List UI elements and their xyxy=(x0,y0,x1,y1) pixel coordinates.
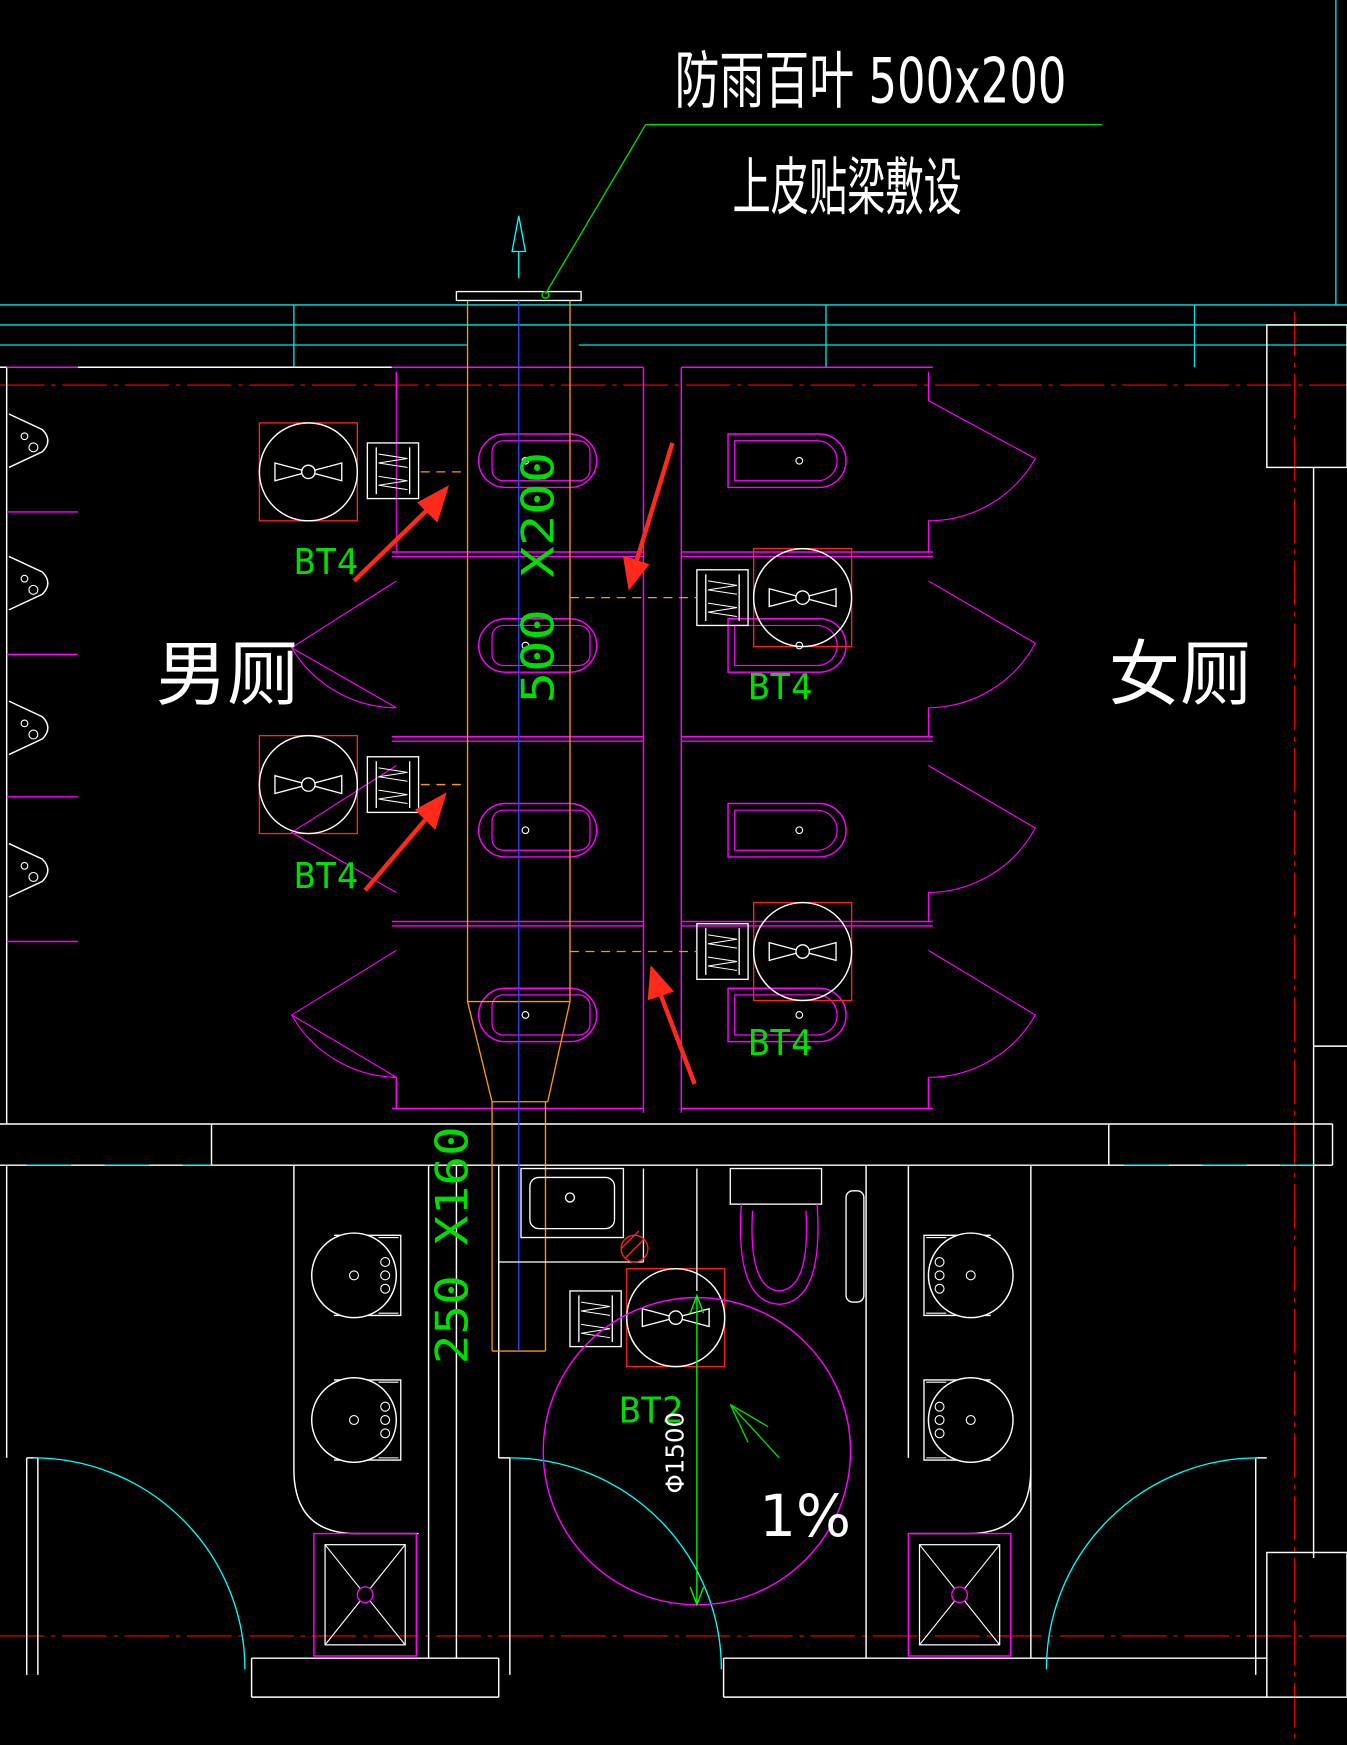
outlet-arrow xyxy=(511,215,527,279)
womens-room-label: 女厕 xyxy=(1109,633,1251,716)
exhaust-fan-1 xyxy=(258,422,359,522)
exhaust-fan-5 xyxy=(626,1267,726,1368)
stall-doors xyxy=(290,371,1037,1078)
fan-tag-3: BT4 xyxy=(748,667,812,708)
exhaust-duct xyxy=(455,290,582,1352)
urinal-bank xyxy=(6,366,78,943)
turning-circle-dimension: Φ1500 xyxy=(661,1412,690,1494)
main-duct-size: 500 X200 xyxy=(513,452,564,704)
branch-duct-size: 250 X160 xyxy=(428,1126,479,1364)
exhaust-fan-3 xyxy=(752,547,853,648)
grid-lines xyxy=(0,311,1347,1745)
turning-circle xyxy=(542,1293,852,1607)
exhaust-fan-4 xyxy=(752,901,853,1002)
floor-slope: 1% xyxy=(759,1482,851,1550)
annotation-line-2: 上皮贴梁敷设 xyxy=(733,151,962,224)
fan-tag-1: BT4 xyxy=(294,542,358,583)
door-swings xyxy=(33,1457,1258,1670)
fan-tag-4: BT4 xyxy=(748,1023,812,1064)
fan-tag-5: BT2 xyxy=(619,1390,683,1431)
stall-partitions xyxy=(391,366,933,1113)
mens-room-label: 男厕 xyxy=(156,633,298,716)
fan-tag-2: BT4 xyxy=(294,856,358,897)
branch-connections xyxy=(420,471,697,953)
exhaust-fan-2 xyxy=(258,734,359,835)
markup-arrows xyxy=(352,442,697,1085)
annotation-leader xyxy=(541,123,1103,299)
walls xyxy=(0,324,1347,1698)
accessible-fixtures xyxy=(498,1167,865,1305)
annotation-line-1: 防雨百叶 500x200 xyxy=(675,44,1067,117)
exterior-wall xyxy=(0,0,1347,368)
floor-drains xyxy=(313,1532,1012,1657)
